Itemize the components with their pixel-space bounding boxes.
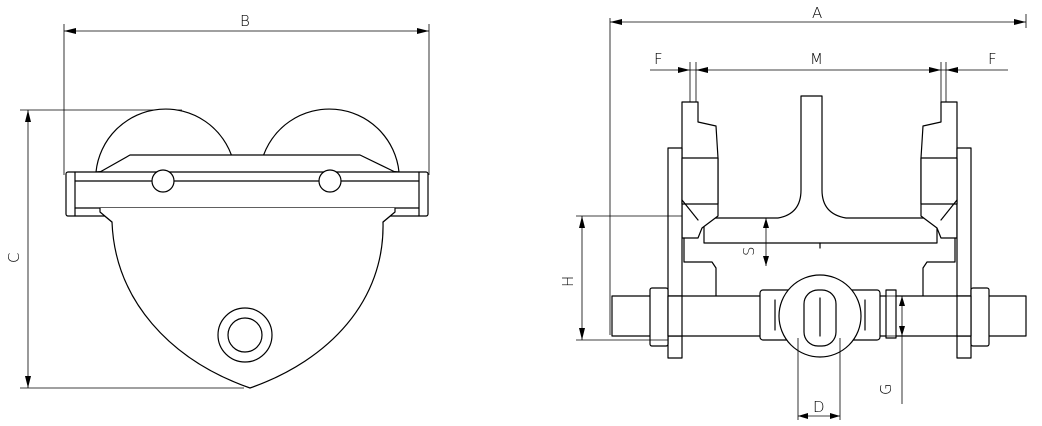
label-a: A xyxy=(812,4,823,22)
label-s: S xyxy=(740,245,758,256)
suspension-eye xyxy=(759,274,897,358)
label-m: M xyxy=(810,50,824,68)
label-f-left: F xyxy=(654,50,664,68)
bolt-hole xyxy=(217,307,273,363)
front-view: A F M F xyxy=(559,4,1027,420)
beam-web xyxy=(703,95,938,244)
label-f-right: F xyxy=(988,50,998,68)
dimension-s: S xyxy=(740,218,769,266)
dimension-b: B xyxy=(63,12,430,175)
dimension-a: A xyxy=(609,4,1027,335)
dimension-h: H xyxy=(559,215,682,341)
right-hub xyxy=(318,169,342,193)
label-b: B xyxy=(240,12,251,30)
dimension-g: G xyxy=(877,295,912,404)
label-d: D xyxy=(813,398,826,416)
label-c: C xyxy=(5,252,23,263)
label-g: G xyxy=(877,382,895,395)
right-side-plate xyxy=(920,101,972,359)
side-view: B C xyxy=(5,12,430,389)
label-h: H xyxy=(559,275,577,287)
left-hub xyxy=(151,169,175,193)
dimension-d: D xyxy=(797,338,841,420)
